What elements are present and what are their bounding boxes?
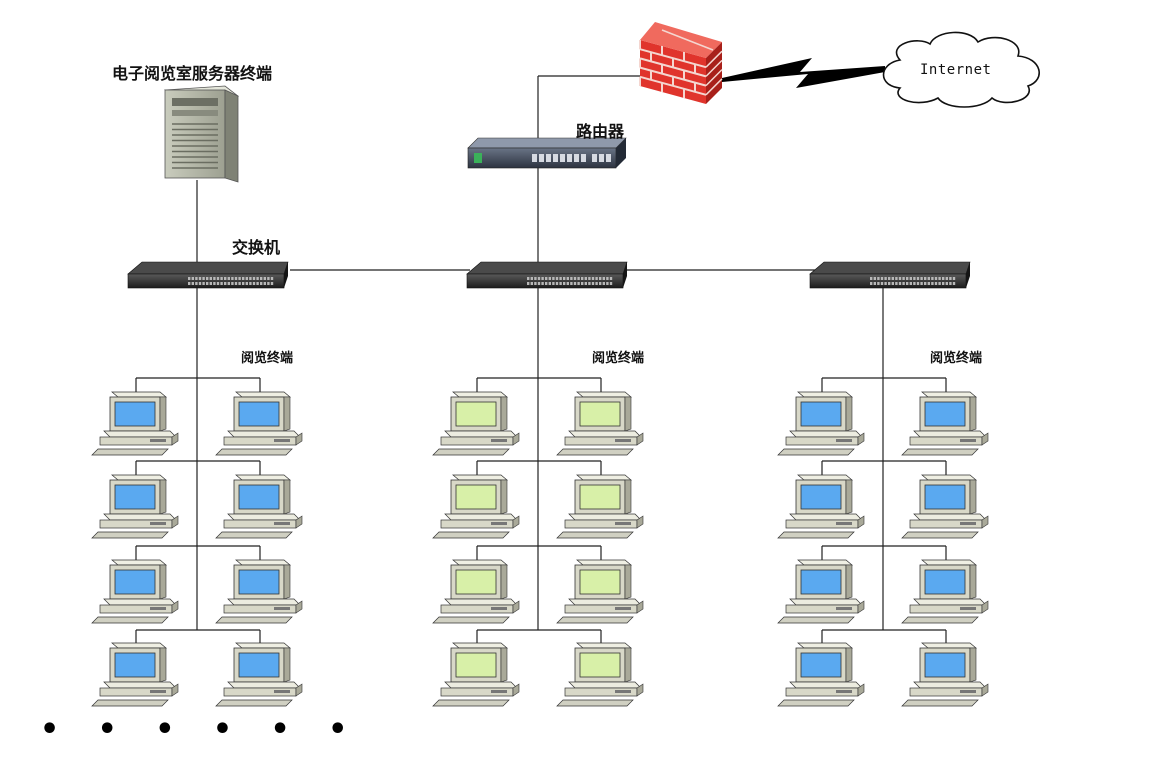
pc-terminal-icon (215, 391, 303, 456)
pc-terminal-icon (777, 559, 865, 624)
pc-screen (114, 569, 156, 595)
pc-screen (800, 401, 842, 427)
switch-icon (466, 261, 628, 289)
pc-terminal-icon (777, 642, 865, 707)
internet-label: Internet (920, 62, 992, 78)
server-icon (163, 85, 240, 183)
pc-screen (800, 652, 842, 678)
terminal-group-label-1: 阅览终端 (241, 351, 294, 366)
pc-terminal-icon (901, 559, 989, 624)
pc-terminal-icon (901, 474, 989, 539)
switch-label: 交换机 (232, 238, 281, 257)
internet-cloud-icon (882, 31, 1040, 108)
pc-terminal-icon (432, 474, 520, 539)
pc-screen (455, 401, 497, 427)
pc-terminal-icon (432, 642, 520, 707)
pc-terminal-icon (432, 391, 520, 456)
pc-screen (114, 401, 156, 427)
pc-screen (800, 484, 842, 510)
pc-terminal-icon (556, 474, 644, 539)
server-label: 电子阅览室服务器终端 (112, 64, 273, 83)
pc-screen (579, 569, 621, 595)
pc-screen (238, 652, 280, 678)
pc-screen (579, 401, 621, 427)
pc-terminal-icon (556, 642, 644, 707)
pc-terminal-icon (91, 391, 179, 456)
firewall-icon (639, 22, 723, 104)
pc-screen (800, 569, 842, 595)
switch-icon (809, 261, 971, 289)
pc-screen (579, 652, 621, 678)
pc-terminal-icon (215, 559, 303, 624)
pc-screen (924, 569, 966, 595)
lightning-link-icon (722, 58, 885, 88)
pc-screen (238, 569, 280, 595)
pc-screen (455, 484, 497, 510)
pc-screen (455, 569, 497, 595)
pc-screen (455, 652, 497, 678)
router-icon (467, 137, 627, 169)
pc-screen (114, 652, 156, 678)
pc-terminal-icon (777, 474, 865, 539)
pc-screen (924, 484, 966, 510)
terminal-group-label-2: 阅览终端 (592, 351, 645, 366)
pc-screen (579, 484, 621, 510)
pc-terminal-icon (215, 642, 303, 707)
pc-screen (924, 652, 966, 678)
continuation-dots: • • • • • • (40, 712, 362, 747)
pc-terminal-icon (556, 559, 644, 624)
pc-terminal-icon (901, 642, 989, 707)
pc-terminal-icon (215, 474, 303, 539)
pc-screen (238, 401, 280, 427)
pc-terminal-icon (432, 559, 520, 624)
pc-screen (114, 484, 156, 510)
pc-terminal-icon (91, 642, 179, 707)
switch-icon (127, 261, 289, 289)
pc-screen (924, 401, 966, 427)
pc-screen (238, 484, 280, 510)
pc-terminal-icon (91, 559, 179, 624)
pc-terminal-icon (556, 391, 644, 456)
pc-terminal-icon (91, 474, 179, 539)
terminal-group-label-3: 阅览终端 (930, 351, 983, 366)
pc-terminal-icon (777, 391, 865, 456)
pc-terminal-icon (901, 391, 989, 456)
router-label: 路由器 (576, 122, 625, 141)
